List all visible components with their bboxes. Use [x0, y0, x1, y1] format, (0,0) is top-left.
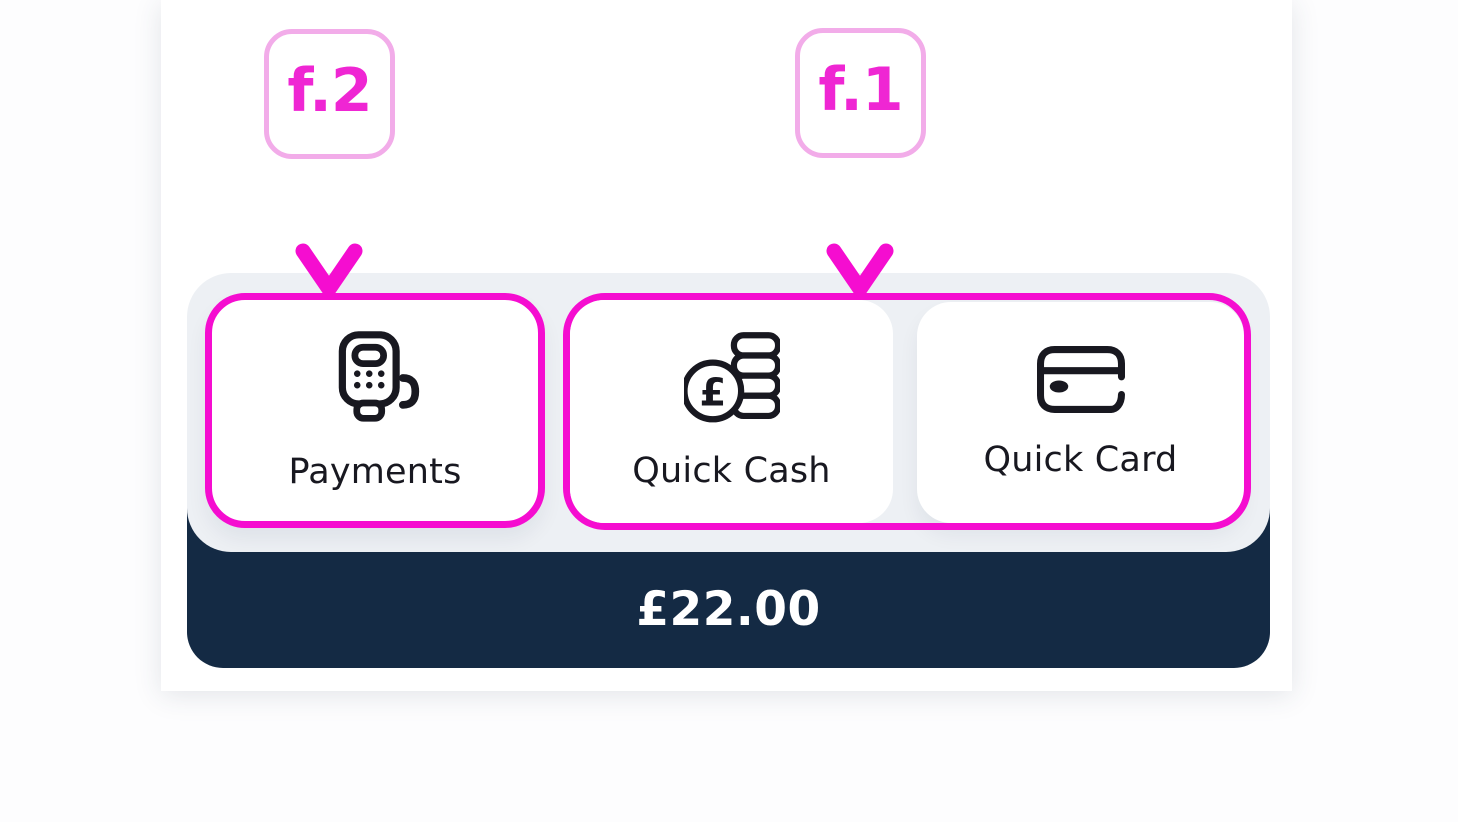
total-amount: £22.00	[636, 582, 821, 637]
payments-button-label: Payments	[288, 451, 462, 492]
coins-icon: £	[683, 332, 780, 425]
callout-f2-arrow-icon	[295, 152, 363, 297]
quick-card-button[interactable]: Quick Card	[917, 302, 1244, 523]
payments-button[interactable]: Payments	[205, 293, 545, 528]
quick-cash-button[interactable]: £ Quick Cash	[570, 300, 893, 523]
credit-card-icon	[1036, 345, 1125, 414]
pound-symbol: £	[699, 370, 726, 415]
callout-f1: f.1	[795, 28, 926, 158]
quick-cash-button-label: Quick Cash	[632, 451, 831, 491]
callout-f1-arrow-icon	[826, 152, 894, 297]
callout-f2: f.2	[264, 29, 395, 159]
quick-actions-panel: Payments Quick Card	[187, 273, 1270, 552]
quick-card-button-label: Quick Card	[983, 440, 1178, 480]
callout-f2-label: f.2	[287, 56, 372, 126]
app-window: £22.00	[161, 0, 1292, 691]
callout-f1-label: f.1	[818, 55, 903, 125]
card-terminal-icon	[327, 330, 423, 426]
